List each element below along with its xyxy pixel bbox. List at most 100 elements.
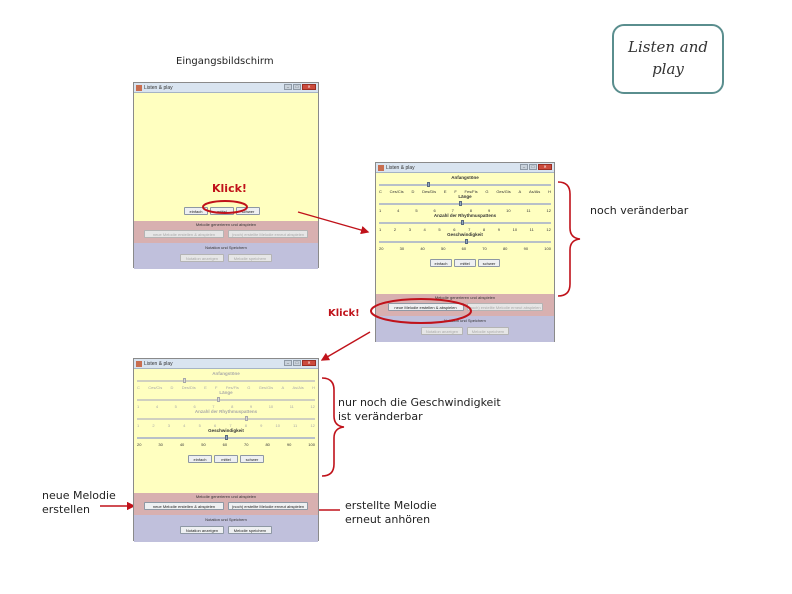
minimize-icon[interactable]: – xyxy=(284,84,292,90)
klick-label-2: Klick! xyxy=(328,308,360,319)
tick: 30 xyxy=(399,246,405,251)
tick: 1 xyxy=(137,423,140,428)
tick: 70 xyxy=(244,442,249,447)
new-melody-button[interactable]: neue Melodie erstellen & abspielen xyxy=(144,230,224,238)
medium-button[interactable]: mittel xyxy=(454,259,476,267)
save-melody-button[interactable]: Melodie speichern xyxy=(228,254,272,262)
tick: 7 xyxy=(468,227,471,232)
start-tone-slider[interactable] xyxy=(137,378,315,383)
tick: 4 xyxy=(155,404,159,409)
tick: As/Ais xyxy=(292,385,304,390)
maximize-icon[interactable]: □ xyxy=(293,84,301,90)
tick: G xyxy=(485,189,489,194)
show-notation-button[interactable]: Notation anzeigen xyxy=(180,526,224,534)
window-title: Listen & play xyxy=(386,164,415,171)
maximize-icon[interactable]: □ xyxy=(529,164,537,170)
highlight-ellipse-new-melody xyxy=(370,298,472,324)
slider-thumb[interactable] xyxy=(459,201,462,206)
tick: 9 xyxy=(260,423,263,428)
tick: 2 xyxy=(393,227,397,232)
hard-button[interactable]: schwer xyxy=(236,207,260,215)
close-icon[interactable]: ✕ xyxy=(302,84,316,90)
rhythm-slider[interactable] xyxy=(379,220,551,225)
slider-thumb[interactable] xyxy=(461,220,464,225)
annotation-replay: erstellte Melodie erneut anhören xyxy=(345,499,437,527)
tick: 60 xyxy=(461,246,467,251)
save-melody-button[interactable]: Melodie speichern xyxy=(467,327,509,335)
save-melody-button[interactable]: Melodie speichern xyxy=(228,526,272,534)
speed-slider[interactable] xyxy=(379,239,551,244)
slider-thumb[interactable] xyxy=(217,397,220,402)
show-notation-button[interactable]: Notation anzeigen xyxy=(421,327,463,335)
annotation-line: erstellen xyxy=(42,503,90,516)
title-bar[interactable]: Listen & play – □ ✕ xyxy=(134,83,318,93)
length-label: Länge xyxy=(219,390,233,395)
app-icon xyxy=(378,164,384,171)
slider-thumb[interactable] xyxy=(427,182,430,187)
title-bar[interactable]: Listen & play – □ ✕ xyxy=(376,163,554,173)
notation-section: Notation und Speichern Notation anzeigen… xyxy=(376,316,554,342)
logo-line-2: play xyxy=(652,60,684,78)
minimize-icon[interactable]: – xyxy=(520,164,528,170)
app-icon xyxy=(136,360,142,367)
tick: 11 xyxy=(289,404,294,409)
annotation-line: neue Melodie xyxy=(42,489,116,502)
notation-section: Notation und Speichern Notation anzeigen… xyxy=(134,515,318,542)
tick: 90 xyxy=(523,246,529,251)
notation-section-label: Notation und Speichern xyxy=(205,245,247,250)
tick: 6 xyxy=(213,423,217,428)
title-bar[interactable]: Listen & play – □ ✕ xyxy=(134,359,318,369)
tick: Fes/Fis xyxy=(464,189,478,194)
slider-thumb[interactable] xyxy=(465,239,468,244)
window-title: Listen & play xyxy=(144,84,173,91)
close-icon[interactable]: ✕ xyxy=(302,360,316,366)
easy-button[interactable]: einfach xyxy=(430,259,452,267)
generate-section: Melodie generieren und abspielen neue Me… xyxy=(134,493,318,515)
speed-label: Geschwindigkeit xyxy=(447,232,483,237)
tick: 12 xyxy=(310,404,315,409)
annotation-line: erneut anhören xyxy=(345,513,431,526)
easy-button[interactable]: einfach xyxy=(188,455,212,463)
hard-button[interactable]: schwer xyxy=(240,455,264,463)
tick: 80 xyxy=(502,246,508,251)
maximize-icon[interactable]: □ xyxy=(293,360,301,366)
tick: 11 xyxy=(526,208,531,213)
window-controls: – □ ✕ xyxy=(284,360,316,366)
close-icon[interactable]: ✕ xyxy=(538,164,552,170)
start-tone-slider[interactable] xyxy=(379,182,551,187)
minimize-icon[interactable]: – xyxy=(284,360,292,366)
tick: 6 xyxy=(193,404,196,409)
hard-button[interactable]: schwer xyxy=(478,259,500,267)
tick: A xyxy=(281,385,285,390)
generate-section-label: Melodie generieren und abspielen xyxy=(195,222,257,227)
replay-melody-button[interactable]: (noch) erstellte Melodie erneut abspiele… xyxy=(228,230,308,238)
new-melody-button[interactable]: neue Melodie erstellen & abspielen xyxy=(144,502,224,510)
length-slider[interactable] xyxy=(137,397,315,402)
tick: 7 xyxy=(229,423,232,428)
tick: Des/Dis xyxy=(181,385,196,390)
caption-start-screen: Eingangsbildschirm xyxy=(176,56,274,67)
rhythm-slider[interactable] xyxy=(137,416,315,421)
medium-button[interactable]: mittel xyxy=(214,455,238,463)
tick: 3 xyxy=(408,227,411,232)
tick: H xyxy=(312,385,315,390)
slider-thumb[interactable] xyxy=(183,378,186,383)
tick: 11 xyxy=(529,227,534,232)
start-tone-label: Anfangstöne xyxy=(451,175,479,180)
show-notation-button[interactable]: Notation anzeigen xyxy=(180,254,224,262)
speed-slider[interactable] xyxy=(137,435,315,440)
annotation-line: nur noch die Geschwindigkeit xyxy=(338,396,501,409)
replay-melody-button[interactable]: (noch) erstellte Melodie erneut abspiele… xyxy=(228,502,308,510)
slider-thumb[interactable] xyxy=(245,416,248,421)
slider-thumb[interactable] xyxy=(225,435,228,440)
tick: 2 xyxy=(152,423,155,428)
length-slider[interactable] xyxy=(379,201,551,206)
tick: 8 xyxy=(231,404,234,409)
tick: 90 xyxy=(286,442,292,447)
new-melody-button[interactable]: neue Melodie erstellen & abspielen xyxy=(387,303,464,311)
tick: 4 xyxy=(397,208,400,213)
tick: H xyxy=(548,189,551,194)
tick: E xyxy=(443,189,447,194)
